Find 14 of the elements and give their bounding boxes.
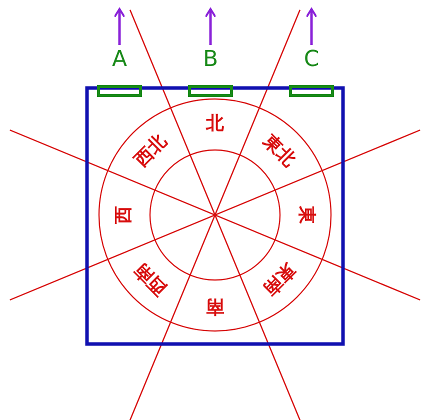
arrow [114,8,126,45]
slot-label: A [110,48,128,72]
direction-label: 西北 [130,130,170,170]
direction-label: 東南 [260,260,300,300]
direction-label: 西 [114,206,134,224]
direction-label: 西南 [130,260,170,300]
slot-label: C [302,48,320,72]
arrow [306,8,318,45]
arrow [204,8,216,45]
direction-label: 東北 [260,130,300,170]
direction-label: 南 [206,296,224,316]
direction-label: 東 [296,206,316,224]
direction-label: 北 [206,114,224,134]
slot-label: B [202,48,220,72]
